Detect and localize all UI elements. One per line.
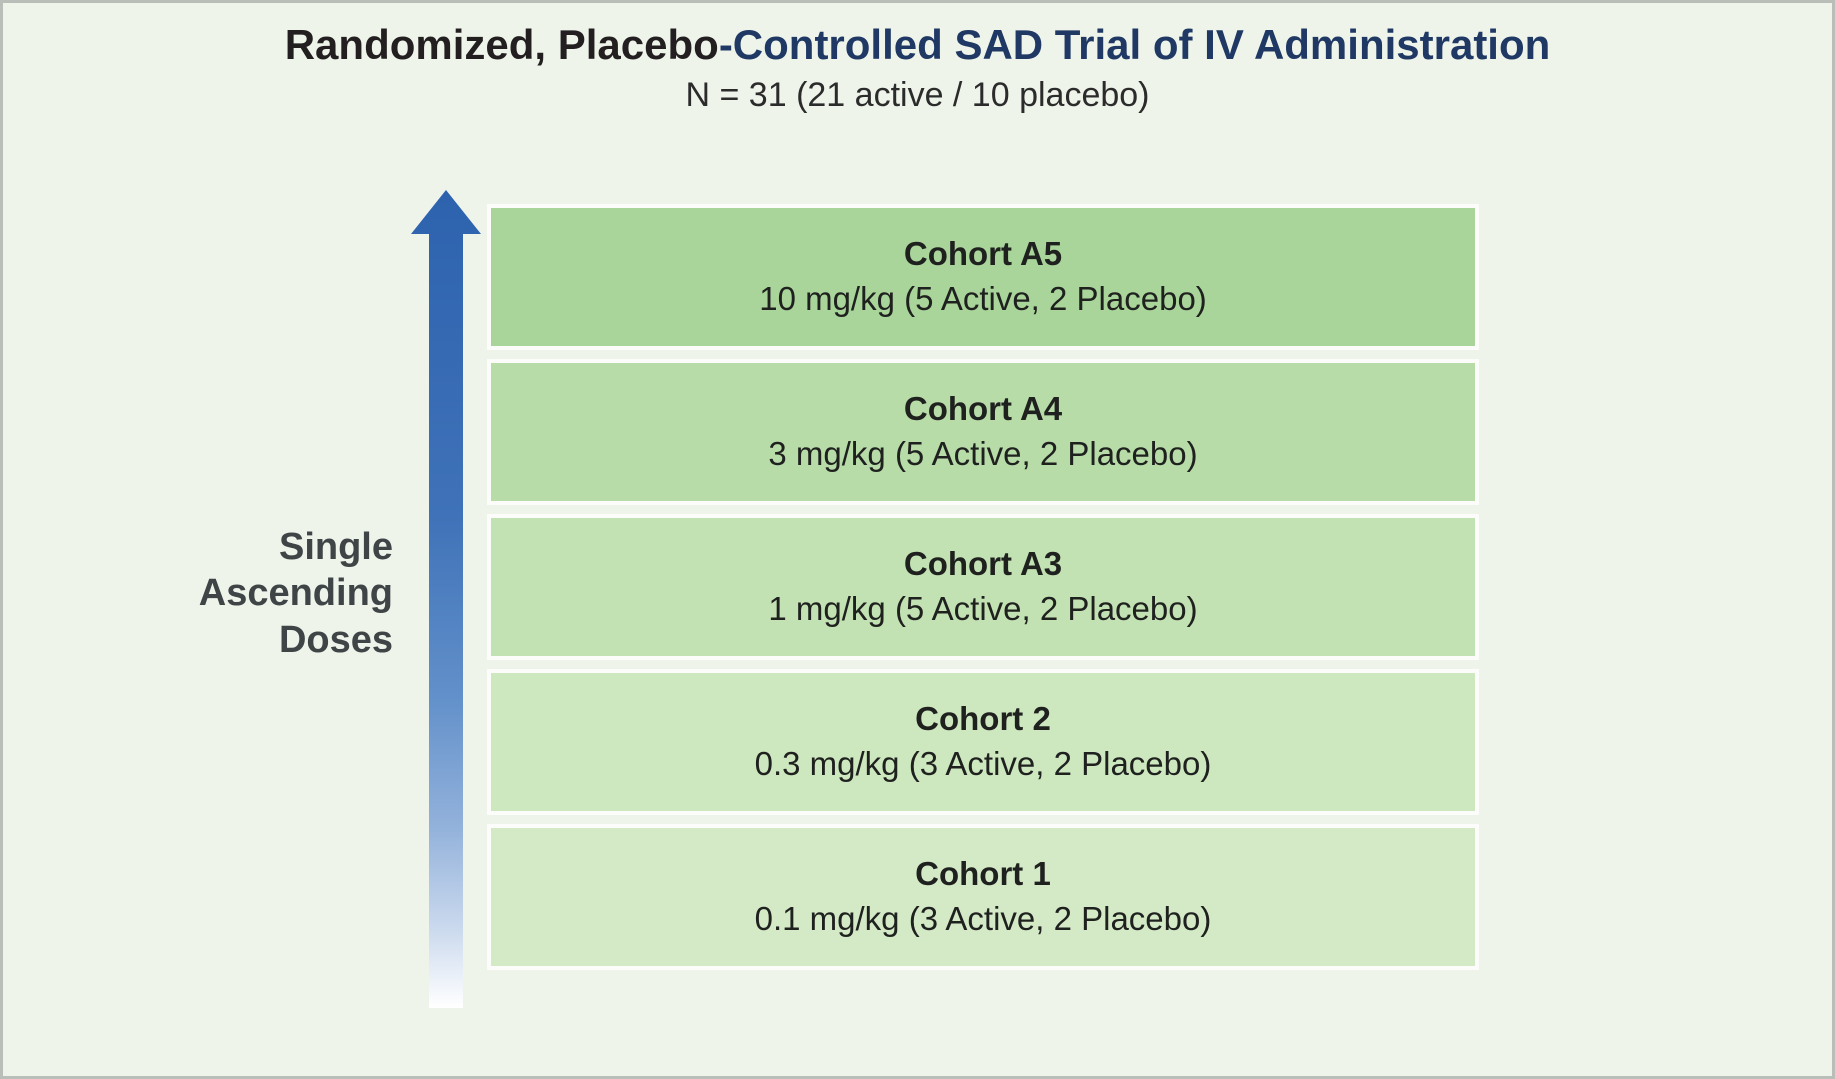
cohort-box: Cohort 2 0.3 mg/kg (3 Active, 2 Placebo) (487, 669, 1479, 815)
cohort-dose: 0.1 mg/kg (3 Active, 2 Placebo) (754, 900, 1212, 937)
title-part-black: Randomized, Placebo (284, 21, 719, 68)
cohort-box: Cohort A3 1 mg/kg (5 Active, 2 Placebo) (487, 514, 1479, 660)
figure-header: Randomized, Placebo-Controlled SAD Trial… (3, 21, 1832, 115)
cohort-name: Cohort 1 (915, 855, 1051, 893)
cohort-dose: 3 mg/kg (5 Active, 2 Placebo) (768, 435, 1198, 472)
cohort-name: Cohort A3 (903, 545, 1063, 583)
cohort-dose: 1 mg/kg (5 Active, 2 Placebo) (768, 590, 1198, 627)
cohort-list: Cohort A5 10 mg/kg (5 Active, 2 Placebo)… (487, 204, 1479, 983)
cohort-name: Cohort A5 (903, 235, 1063, 273)
cohort-box: Cohort 1 0.1 mg/kg (3 Active, 2 Placebo) (487, 824, 1479, 970)
cohort-box: Cohort A5 10 mg/kg (5 Active, 2 Placebo) (487, 204, 1479, 350)
single-ascending-doses-label: Single Ascending Doses (83, 524, 393, 663)
cohort-name: Cohort A4 (903, 390, 1063, 428)
cohort-box: Cohort A4 3 mg/kg (5 Active, 2 Placebo) (487, 359, 1479, 505)
ascending-arrow-icon (411, 190, 481, 1008)
title-part-navy: -Controlled SAD Trial of IV Administrati… (718, 21, 1551, 68)
cohort-dose: 10 mg/kg (5 Active, 2 Placebo) (759, 280, 1207, 317)
figure-title: Randomized, Placebo-Controlled SAD Trial… (3, 21, 1832, 69)
side-label-line: Ascending (198, 572, 393, 615)
side-label-line: Doses (278, 618, 393, 661)
side-label-line: Single (278, 526, 393, 568)
sample-size-subtitle: N = 31 (21 active / 10 placebo) (685, 76, 1150, 115)
cohort-dose: 0.3 mg/kg (3 Active, 2 Placebo) (754, 745, 1212, 782)
cohort-name: Cohort 2 (915, 700, 1051, 738)
